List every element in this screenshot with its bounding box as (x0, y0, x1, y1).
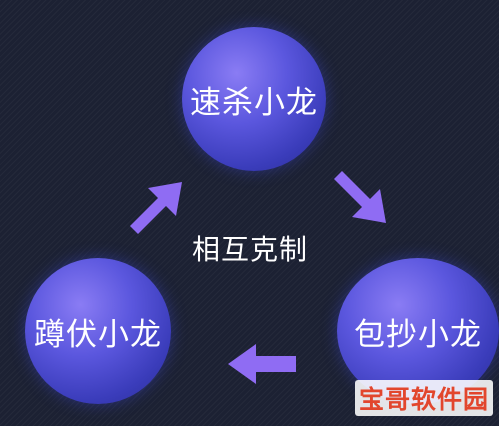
watermark-logo: 宝哥软件园 (355, 380, 493, 416)
node-label-right: 包抄小龙 (354, 316, 482, 353)
node-crouch-dragon: 蹲伏小龙 (25, 258, 171, 404)
node-sudden-kill-dragon: 速杀小龙 (182, 27, 326, 171)
watermark-text: 宝哥软件园 (358, 385, 489, 414)
arrow-top-to-right (334, 171, 386, 223)
node-label-left: 蹲伏小龙 (34, 316, 162, 353)
center-label: 相互克制 (191, 233, 308, 266)
arrow-right-to-left (228, 344, 296, 384)
node-label-top: 速杀小龙 (190, 84, 318, 121)
node-flank-dragon: 包抄小龙 (337, 258, 499, 404)
arrow-left-to-top (130, 182, 182, 234)
